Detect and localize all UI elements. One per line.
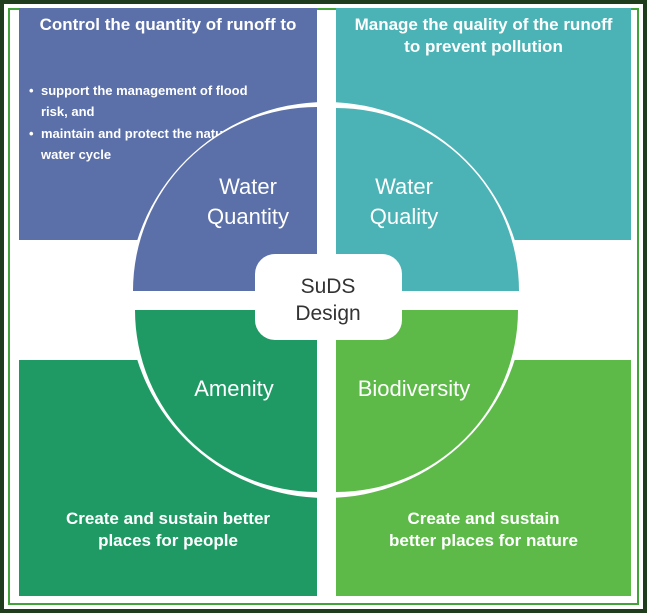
quadrant-water-quality: [336, 108, 519, 291]
bullet-text: support the management of flood risk, an…: [41, 83, 248, 119]
bullet-icon: •: [29, 83, 34, 98]
diagram-inner-border: [8, 8, 639, 605]
quadrant-biodiversity-label: Biodiversity: [358, 376, 470, 401]
water-quantity-bullet-list: • support the management of flood risk, a…: [29, 80, 269, 166]
bullet-text: maintain and protect the natural water c…: [41, 126, 239, 162]
quadrant-amenity: [135, 310, 317, 492]
quadrant-water-quantity-label-line1: Water: [219, 174, 277, 199]
panel-amenity-text: Create and sustain better places for peo…: [65, 509, 271, 550]
panel-water-quantity-title: Control the quantity of runoff to: [39, 15, 297, 34]
center-box: [255, 254, 402, 340]
center-label-line2: Design: [295, 302, 360, 325]
quadrant-water-quantity: [133, 107, 317, 291]
quadrant-water-quality-label-line2: Quality: [370, 204, 438, 229]
bullet-item: • maintain and protect the natural water …: [29, 123, 269, 165]
quadrant-water-quantity-label-line2: Quantity: [207, 204, 289, 229]
quadrant-biodiversity: [336, 310, 518, 492]
quadrant-amenity-label: Amenity: [194, 376, 273, 401]
center-label-line1: SuDS: [301, 275, 356, 298]
quadrant-water-quality-label-line1: Water: [375, 174, 433, 199]
bullet-item: • support the management of flood risk, a…: [29, 80, 269, 122]
bullet-icon: •: [29, 126, 34, 141]
panel-biodiversity-text: Create and sustain better places for nat…: [389, 509, 578, 550]
panel-water-quality-title: Manage the quality of the runoff to prev…: [354, 15, 613, 56]
